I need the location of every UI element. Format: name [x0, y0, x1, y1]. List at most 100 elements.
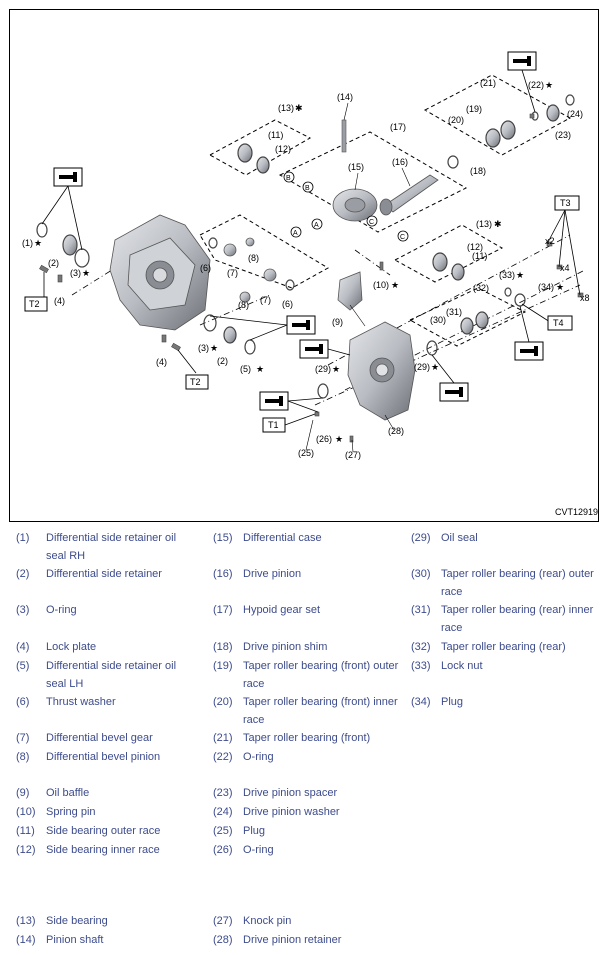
- ref-c-1: C: [369, 219, 374, 226]
- legend-item: (20) Taper roller bearing (front) inner r…: [213, 694, 403, 729]
- legend-num: (17): [213, 604, 233, 616]
- legend-item: (22)O-ring: [213, 749, 403, 767]
- svg-text:✱: ✱: [295, 104, 303, 114]
- callout-12-top: (12): [275, 144, 291, 154]
- legend-text: Plug: [243, 825, 266, 837]
- legend-item: (2)Differential side retainer: [16, 566, 196, 584]
- star-icons: ★★★ ★★★ ★★★ ★★ ✱✱: [34, 81, 564, 445]
- callout-9: (9): [332, 317, 343, 327]
- legend-item: (1)Differential side retainer oil seal R…: [16, 530, 196, 565]
- circle-refs: [283, 171, 409, 242]
- legend-text: Oil seal: [441, 532, 478, 544]
- legend-num: (13): [16, 915, 36, 927]
- callout-8-top: (8): [248, 253, 259, 263]
- legend-text: Drive pinion retainer: [243, 934, 342, 946]
- legend-num: (20): [213, 696, 233, 708]
- legend-item: (28) Drive pinion retainer: [213, 932, 403, 950]
- parts-legend: (1)Differential side retainer oil seal R…: [0, 530, 609, 955]
- legend-num: (9): [16, 787, 30, 799]
- callout-13-right: (13): [476, 219, 492, 229]
- legend-num: (3): [16, 604, 30, 616]
- legend-text: Taper roller bearing (front) inner race: [243, 696, 398, 726]
- callout-17: (17): [390, 122, 406, 132]
- ref-b-2: B: [305, 185, 310, 192]
- callout-6-left: (6): [200, 263, 211, 273]
- svg-text:★: ★: [431, 363, 439, 373]
- svg-text:★: ★: [82, 269, 90, 279]
- callout-30: (30): [430, 315, 446, 325]
- callout-1: (1): [22, 238, 33, 248]
- legend-text: Oil baffle: [46, 787, 90, 799]
- legend-item: (32)Taper roller bearing (rear): [411, 639, 601, 657]
- multiplier-x8: x8: [580, 293, 590, 303]
- legend-item: (17) Hypoid gear set: [213, 602, 403, 620]
- callout-29-right: (29): [414, 362, 430, 372]
- legend-text: Lock nut: [441, 660, 483, 672]
- drive-pinion-retainer: [347, 321, 416, 421]
- legend-text: O-ring: [243, 751, 274, 763]
- legend-num: (34): [411, 696, 431, 708]
- ref-b-1: B: [286, 175, 291, 182]
- callout-34: (34): [538, 282, 554, 292]
- legend-text: Drive pinion shim: [243, 641, 328, 653]
- legend-item: (29) Oil seal: [411, 530, 601, 548]
- legend-num: (5): [16, 660, 30, 672]
- svg-text:★: ★: [335, 435, 343, 445]
- legend-item: (23)Drive pinion spacer: [213, 785, 403, 803]
- legend-num: (33): [411, 660, 431, 672]
- legend-num: (18): [213, 641, 233, 653]
- legend-text: Knock pin: [243, 915, 292, 927]
- callout-7-left: (7): [227, 268, 238, 278]
- t4-label: T4: [553, 318, 564, 328]
- callout-2-right: (2): [217, 356, 228, 366]
- t2-box-right: [185, 374, 209, 390]
- legend-item: (6)Thrust washer: [16, 694, 196, 712]
- legend-num: (16): [213, 568, 233, 580]
- callout-11-right: (11): [472, 251, 487, 261]
- legend-num: (12): [16, 844, 36, 856]
- legend-item: (5)Differential side retainer oil seal L…: [16, 658, 196, 693]
- ref-a-1: A: [314, 222, 319, 229]
- legend-text: Differential bevel gear: [46, 732, 153, 744]
- legend-item: (34) Plug: [411, 694, 601, 712]
- differential-case: [332, 188, 378, 222]
- legend-item: (27)Knock pin: [213, 913, 403, 931]
- callout-33: (33): [499, 270, 515, 280]
- callout-18: (18): [470, 166, 486, 176]
- legend-num: (21): [213, 732, 233, 744]
- legend-text: Differential side retainer oil seal RH: [46, 532, 177, 562]
- legend-num: (2): [16, 568, 30, 580]
- callout-23: (23): [555, 130, 571, 140]
- legend-text: Lock plate: [46, 641, 97, 653]
- legend-text: Taper roller bearing (front) outer race: [243, 660, 399, 690]
- wrench-glyphs: [59, 56, 538, 406]
- legend-item: (21)Taper roller bearing (front): [213, 730, 403, 748]
- legend-text: Taper roller bearing (rear): [441, 641, 566, 653]
- callout-3-left: (3): [70, 268, 81, 278]
- legend-num: (26): [213, 844, 233, 856]
- legend-num: (29): [411, 532, 431, 544]
- transmission-case: [109, 214, 211, 331]
- callout-12-right: (12): [467, 242, 483, 252]
- legend-text: Hypoid gear set: [243, 604, 321, 616]
- t1-box: [262, 417, 286, 433]
- legend-text: O-ring: [46, 604, 77, 616]
- legend-item: (11)Side bearing outer race: [16, 823, 196, 841]
- legend-num: (28): [213, 934, 233, 946]
- callout-15: (15): [348, 162, 364, 172]
- group-side-bearing-lower: [393, 224, 504, 283]
- legend-text: Side bearing outer race: [46, 825, 161, 837]
- t2-label-left: T2: [29, 299, 40, 309]
- t1-label: T1: [268, 420, 279, 430]
- legend-item: (31)Taper roller bearing (rear) inner ra…: [411, 602, 601, 637]
- legend-item: (15)Differential case: [213, 530, 403, 548]
- diagram-code: CVT12919: [555, 507, 598, 517]
- legend-item: (7)Differential bevel gear: [16, 730, 196, 748]
- legend-text: Plug: [441, 696, 464, 708]
- t3-label: T3: [560, 198, 571, 208]
- pinion-shaft: [341, 119, 347, 153]
- wrench-leaders: [41, 69, 536, 413]
- callout-25: (25): [298, 448, 314, 458]
- legend-num: (6): [16, 696, 30, 708]
- t2-label-right: T2: [190, 377, 201, 387]
